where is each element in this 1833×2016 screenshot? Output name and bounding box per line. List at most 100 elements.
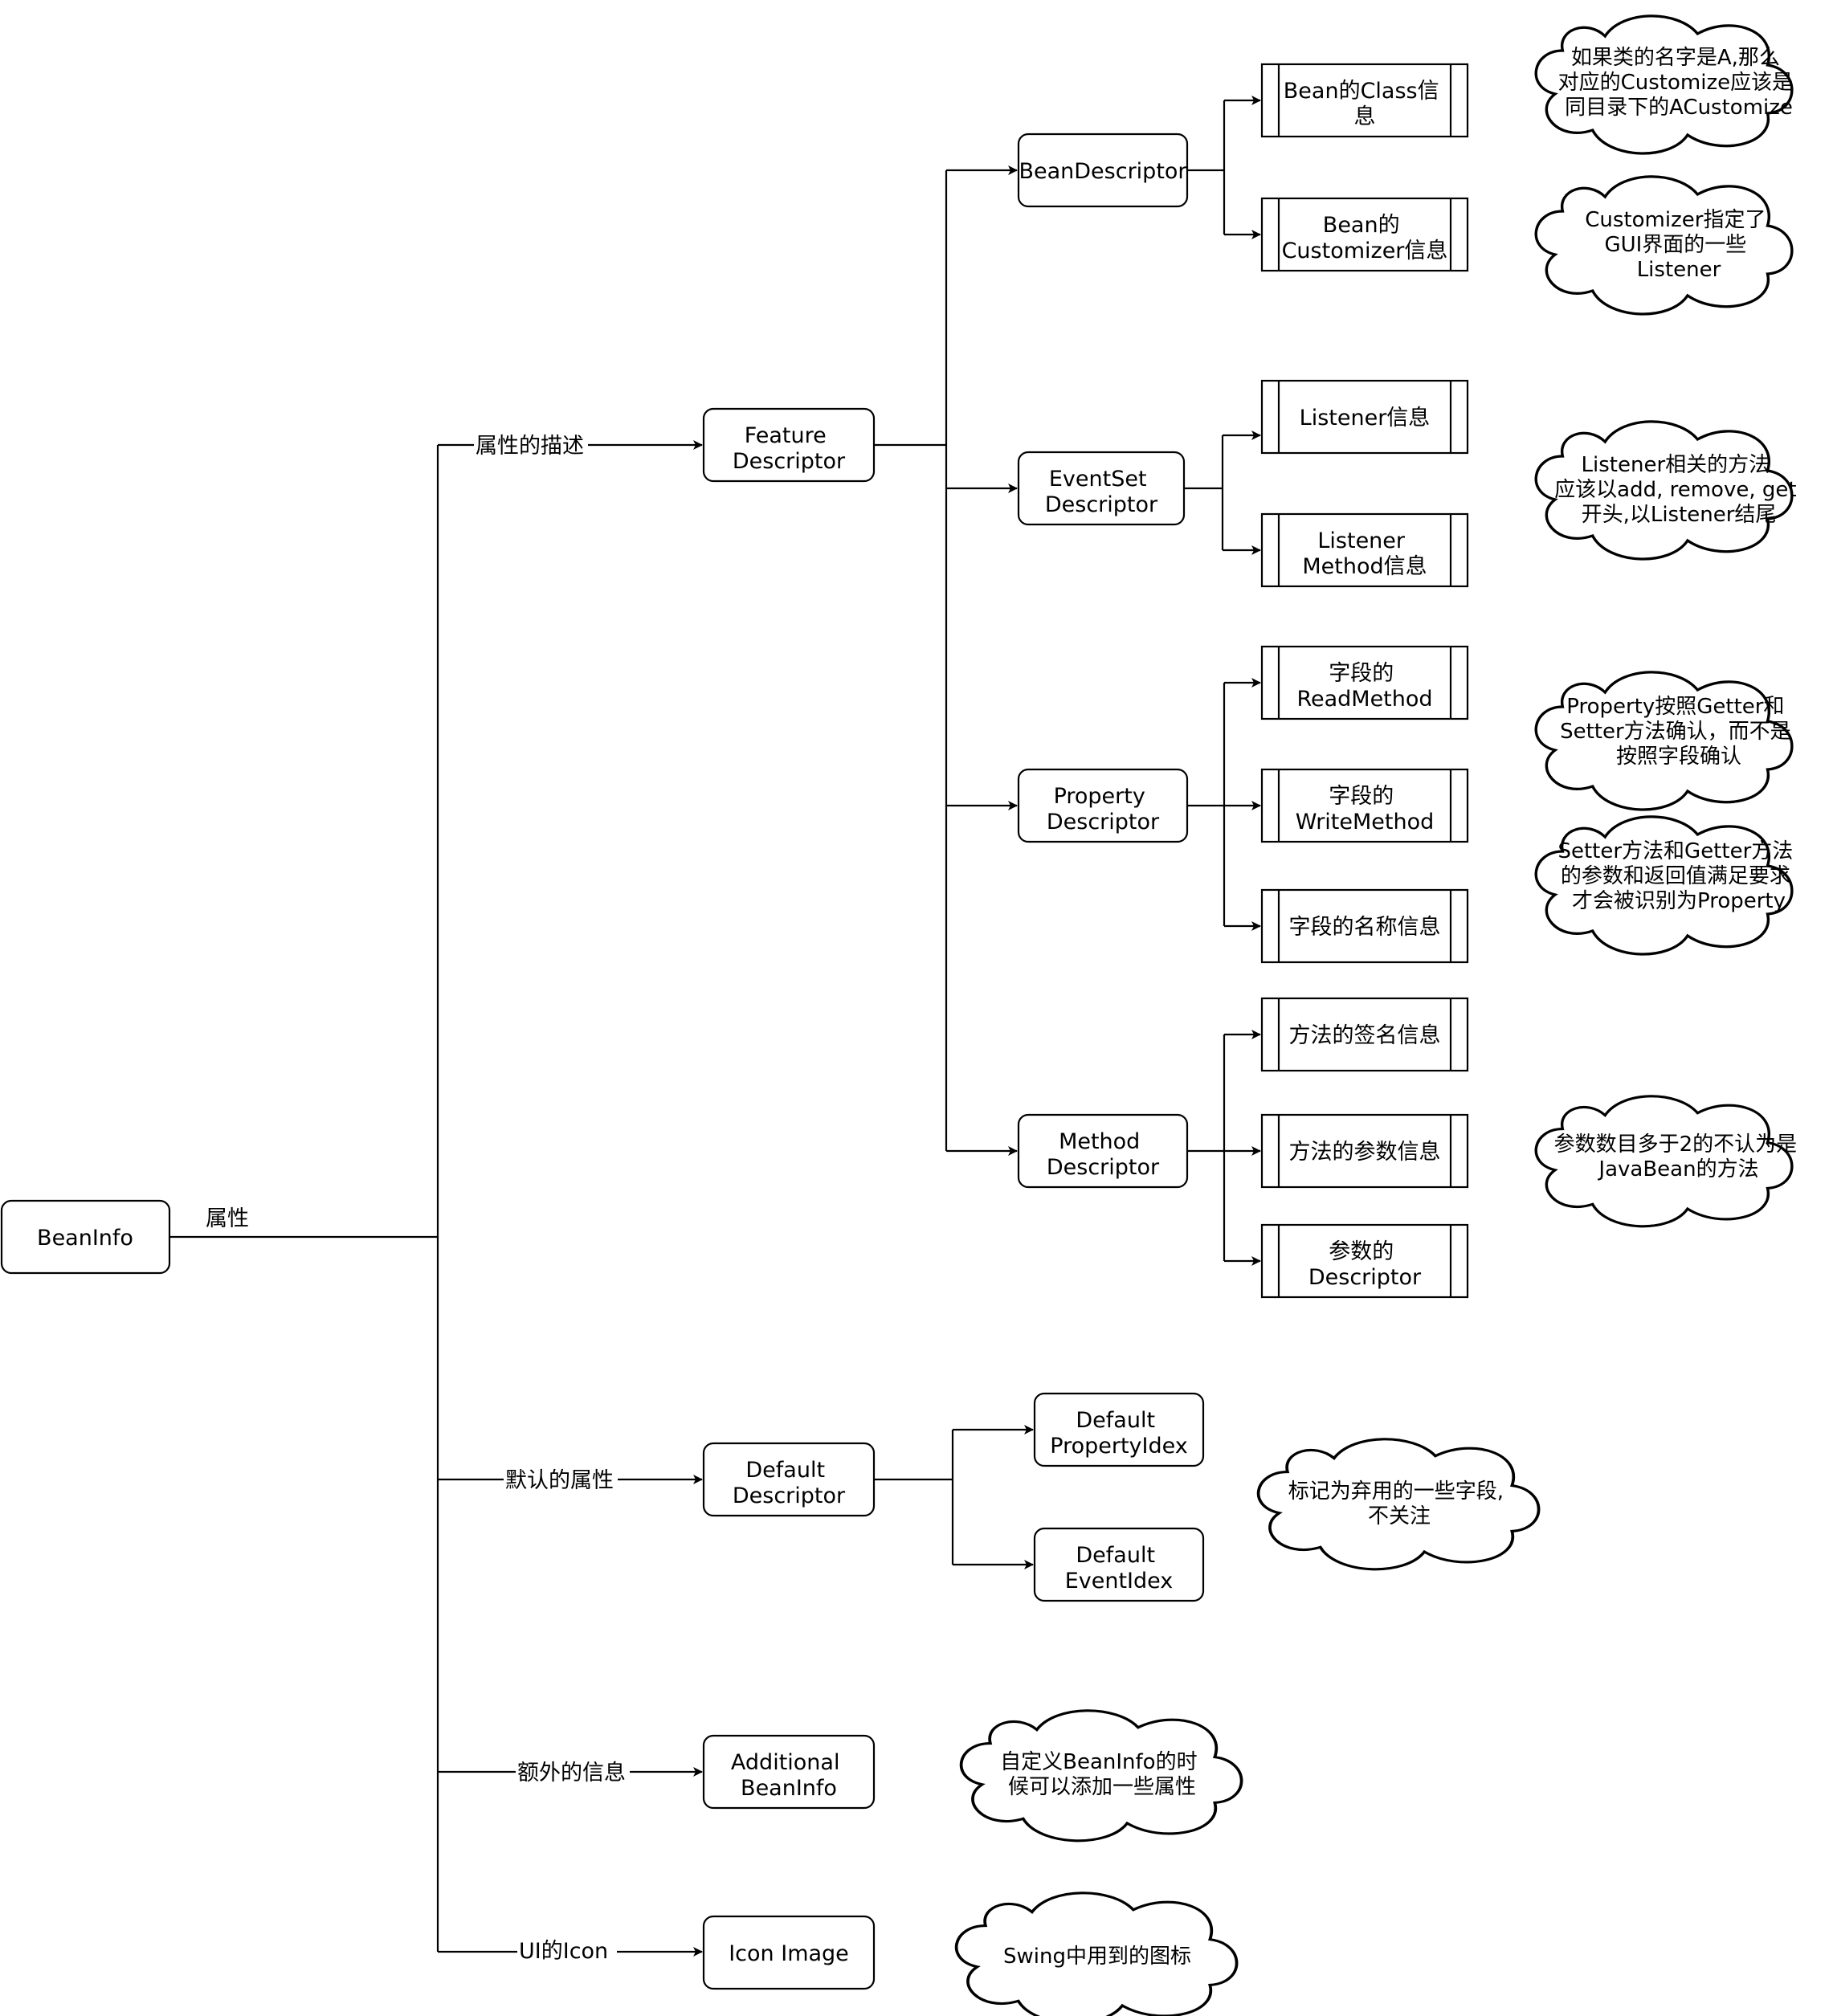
note-setter-getter-params xyxy=(1534,815,1794,956)
node-beaninfo-label: BeanInfo xyxy=(37,1226,133,1251)
note-listener-methods-line-3: 开头,以Listener结尾 xyxy=(1582,503,1777,527)
leaf-field-writemethod-line-1: 字段的 xyxy=(1329,784,1394,809)
svg-text:字段的 WriteMethod: 字段的 WriteMethod xyxy=(1296,784,1435,835)
note-customizer-gui-line-2: GUI界面的一些 xyxy=(1604,233,1746,257)
leaf-param-descriptor-line-2: Descriptor xyxy=(1308,1265,1422,1290)
edge-label-attributes: 属性 xyxy=(206,1206,249,1231)
node-eventset-descriptor[interactable]: EventSet Descriptor xyxy=(1017,451,1186,526)
leaf-field-writemethod[interactable]: 字段的 WriteMethod xyxy=(1260,768,1469,843)
note-listener-methods-line-2: 应该以add, remove, get xyxy=(1554,478,1796,502)
note-property-rule-line-1: Property按照Getter和 xyxy=(1566,695,1784,719)
svg-text:自定义BeanInfo的时 候可以添加一些属性: 自定义BeanInfo的时 候可以添加一些属性 xyxy=(1000,1750,1204,1799)
node-feature-descriptor-line-2: Descriptor xyxy=(733,449,846,474)
edge-default-spine xyxy=(874,1430,954,1565)
nodes: BeanInfo Feature Descriptor BeanDescript… xyxy=(0,133,1205,1990)
leaf-method-signature-info[interactable]: 方法的签名信息 xyxy=(1260,997,1469,1072)
leaf-bean-customizer-info[interactable]: Bean的 Customizer信息 xyxy=(1260,197,1469,272)
note-customize-naming-line-1: 如果类的名字是A,那么 xyxy=(1571,46,1780,70)
node-eventset-descriptor-line-1: EventSet xyxy=(1049,467,1147,492)
leaf-listener-method-info-line-1: Listener xyxy=(1317,528,1406,553)
node-default-propertyidex[interactable]: Default PropertyIdex xyxy=(1033,1392,1205,1467)
node-beaninfo[interactable]: BeanInfo xyxy=(0,1199,171,1275)
note-property-rule xyxy=(1534,671,1794,811)
leaf-field-name-info[interactable]: 字段的名称信息 xyxy=(1260,888,1469,964)
leaf-bean-customizer-info-line-2: Customizer信息 xyxy=(1282,239,1448,263)
node-default-propertyidex-line-1: Default xyxy=(1076,1408,1155,1433)
edge-bean-descriptor-spine xyxy=(1187,100,1226,235)
note-setter-getter-params-line-2: 的参数和返回值满足要求 xyxy=(1561,864,1790,888)
svg-text:如果类的名字是A,那么 对应的Customize: 如果类的名字是A,那么 对应的Customize应该是 同目录下的ACustom… xyxy=(1558,46,1800,120)
node-default-propertyidex-line-2: PropertyIdex xyxy=(1050,1434,1187,1459)
node-feature-descriptor[interactable]: Feature Descriptor xyxy=(702,407,876,483)
note-customize-naming-line-2: 对应的Customize应该是 xyxy=(1558,71,1793,95)
svg-text:Listener信息: Listener信息 xyxy=(1300,406,1431,431)
note-property-rule-line-3: 按照字段确认 xyxy=(1616,745,1741,769)
node-default-descriptor[interactable]: Default Descriptor xyxy=(702,1442,876,1517)
node-eventset-descriptor-line-2: Descriptor xyxy=(1045,492,1158,517)
svg-text:Listener相关的方法 应该以add, re: Listener相关的方法 应该以add, remove, get 开头,以Li… xyxy=(1554,453,1803,527)
leaf-field-readmethod[interactable]: 字段的 ReadMethod xyxy=(1260,645,1469,720)
node-feature-descriptor-line-1: Feature xyxy=(745,423,827,448)
node-additional-beaninfo-line-2: BeanInfo xyxy=(741,1776,837,1801)
note-custom-beaninfo-line-2: 候可以添加一些属性 xyxy=(1008,1775,1196,1799)
leaf-listener-info[interactable]: Listener信息 xyxy=(1260,379,1469,455)
edges xyxy=(169,96,1261,1957)
leaf-bean-customizer-info-line-1: Bean的 xyxy=(1323,213,1400,238)
leaf-listener-method-info-line-2: Method信息 xyxy=(1302,554,1427,579)
leaf-param-descriptor-line-1: 参数的 xyxy=(1329,1239,1394,1264)
leaf-method-param-info[interactable]: 方法的参数信息 xyxy=(1260,1113,1469,1189)
node-property-descriptor-line-2: Descriptor xyxy=(1047,810,1160,835)
edge-eventset-spine xyxy=(1184,435,1224,550)
node-default-eventidex-line-1: Default xyxy=(1076,1543,1155,1568)
edge-property-spine xyxy=(1187,683,1226,926)
leaf-param-descriptor[interactable]: 参数的 Descriptor xyxy=(1260,1223,1469,1299)
edge-label-extra-info: 额外的信息 xyxy=(517,1761,626,1785)
node-default-descriptor-line-1: Default xyxy=(745,1458,825,1483)
note-customizer-gui-line-1: Customizer指定了 xyxy=(1585,208,1766,232)
svg-text:方法的参数信息: 方法的参数信息 xyxy=(1289,1140,1441,1165)
note-property-rule-line-2: Setter方法确认，而不是 xyxy=(1560,720,1791,744)
edge-method-spine xyxy=(1187,1035,1226,1261)
svg-text:Bean的 Customizer信息: Bean的 Customizer信息 xyxy=(1282,213,1448,263)
note-setter-getter-params-line-1: Setter方法和Getter方法 xyxy=(1557,839,1793,863)
node-method-descriptor[interactable]: Method Descriptor xyxy=(1017,1113,1189,1189)
svg-text:Swing中用到的图标: Swing中用到的图标 xyxy=(1003,1945,1191,1969)
note-deprecated-fields-line-2: 不关注 xyxy=(1368,1504,1431,1528)
note-customize-naming-line-3: 同目录下的ACustomize xyxy=(1565,96,1793,120)
svg-text:Feature Descriptor: Feature Descriptor xyxy=(733,423,846,474)
edge-labels: 属性 属性的描述 默认的属性 额外的信息 UI的Icon xyxy=(206,431,630,1965)
notes: 如果类的名字是A,那么 对应的Customize应该是 同目录下的ACustom… xyxy=(954,14,1803,2016)
leaf-listener-method-info[interactable]: Listener Method信息 xyxy=(1260,512,1469,588)
node-default-descriptor-line-2: Descriptor xyxy=(733,1483,846,1508)
edge-feature-spine xyxy=(874,170,948,1151)
note-customizer-gui xyxy=(1534,175,1794,316)
leaf-field-writemethod-line-2: WriteMethod xyxy=(1296,810,1435,835)
note-swing-icons-line-1: Swing中用到的图标 xyxy=(1003,1945,1191,1969)
edge-label-attribute-description: 属性的描述 xyxy=(476,434,584,459)
node-icon-image[interactable]: Icon Image xyxy=(702,1915,876,1990)
node-property-descriptor[interactable]: Property Descriptor xyxy=(1017,768,1189,843)
node-default-eventidex[interactable]: Default EventIdex xyxy=(1033,1527,1205,1602)
svg-text:字段的名称信息: 字段的名称信息 xyxy=(1289,915,1441,940)
note-custom-beaninfo xyxy=(959,1709,1243,1843)
svg-text:字段的 ReadMethod: 字段的 ReadMethod xyxy=(1296,661,1432,712)
svg-text:Default EventIdex: Default EventIdex xyxy=(1065,1543,1174,1594)
node-bean-descriptor[interactable]: BeanDescriptor xyxy=(1017,133,1189,208)
note-customizer-gui-line-3: Listener xyxy=(1637,258,1721,282)
svg-text:Method Descriptor: Method Descriptor xyxy=(1047,1129,1160,1180)
leaf-method-param-info-line-1: 方法的参数信息 xyxy=(1289,1140,1441,1165)
note-customize-naming xyxy=(1534,14,1794,155)
leaf-field-name-info-line-1: 字段的名称信息 xyxy=(1289,915,1441,940)
node-default-eventidex-line-2: EventIdex xyxy=(1065,1569,1174,1594)
note-swing-icons xyxy=(954,1892,1239,2016)
note-custom-beaninfo-line-1: 自定义BeanInfo的时 xyxy=(1000,1750,1197,1774)
svg-text:Listener Method信息: Listener Method信息 xyxy=(1302,528,1427,579)
leaves: Bean的Class信 息 Bean的 Customizer信息 Listene… xyxy=(1260,63,1469,1299)
node-additional-beaninfo[interactable]: Additional BeanInfo xyxy=(702,1734,876,1810)
leaf-listener-info-line-1: Listener信息 xyxy=(1300,406,1431,431)
edge-label-default-attributes: 默认的属性 xyxy=(505,1468,614,1493)
svg-text:Additional BeanInfo: Additional BeanInfo xyxy=(731,1750,847,1801)
node-property-descriptor-line-1: Property xyxy=(1054,784,1145,809)
leaf-bean-class-info[interactable]: Bean的Class信 息 xyxy=(1260,63,1469,138)
svg-text:Bean的Class信 息: Bean的Class信 息 xyxy=(1284,79,1446,129)
